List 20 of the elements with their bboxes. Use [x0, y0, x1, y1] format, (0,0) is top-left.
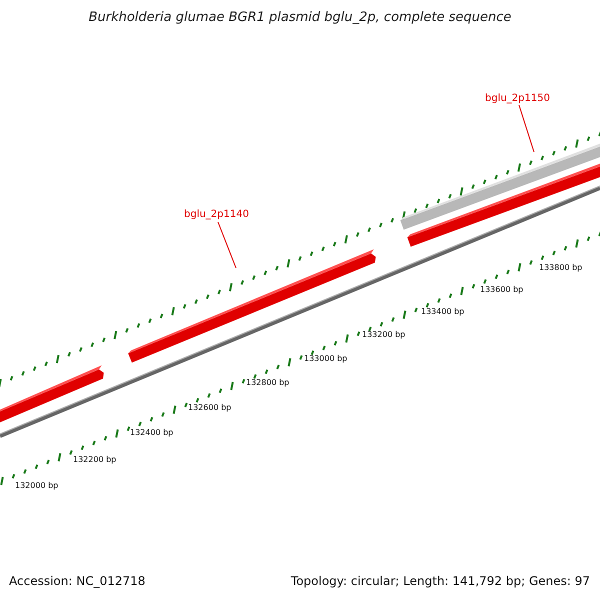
leader-line	[518, 104, 534, 152]
scale-label: 133200 bp	[362, 330, 406, 339]
scale-label: 133800 bp	[539, 263, 582, 272]
scale-label: 133400 bp	[421, 307, 464, 316]
gene-bar	[0, 365, 104, 424]
accession-text: Accession: NC_012718	[9, 574, 146, 588]
leader-line	[218, 222, 236, 268]
scale-label: 132600 bp	[188, 403, 232, 412]
gene-bar	[400, 141, 600, 230]
scale-label: 132000 bp	[15, 481, 58, 490]
scale-label: 132200 bp	[73, 455, 116, 464]
scale-label: 132400 bp	[130, 428, 174, 437]
scale-label: 133000 bp	[304, 354, 348, 363]
gene-bar	[407, 161, 600, 247]
gene-label: bglu_2p1150	[485, 93, 550, 104]
gene-label: bglu_2p1140	[184, 209, 249, 220]
title: Burkholderia glumae BGR1 plasmid bglu_2p, complete sequence	[88, 10, 512, 25]
summary-text: Topology: circular; Length: 141,792 bp; Genes: 97	[290, 574, 590, 588]
scale-label: 132800 bp	[246, 378, 290, 387]
scale-label: 133600 bp	[480, 285, 524, 294]
